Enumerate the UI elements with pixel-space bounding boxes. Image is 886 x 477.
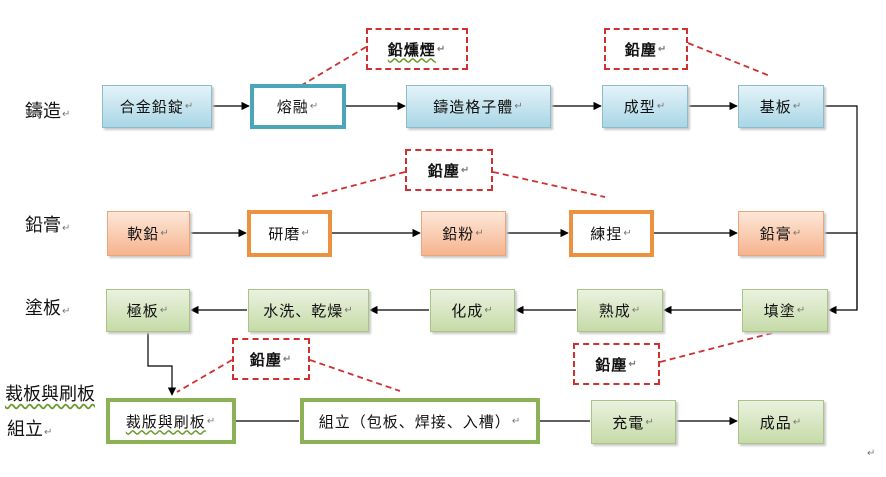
dust-line-fume: [296, 46, 367, 89]
paragraph-mark-icon: ↵: [796, 305, 807, 316]
dust-line-cutting-left: [176, 359, 233, 393]
note-label: 鉛燻煙: [387, 40, 436, 59]
arrow-paste-pasting: [824, 232, 858, 310]
step-assembly: 組立（包板、焊接、入槽）↵: [300, 398, 540, 444]
dust-line-cutting-right: [309, 359, 401, 392]
paragraph-mark-icon: ↵: [631, 305, 642, 316]
dust-line-curing: [659, 331, 777, 363]
dust-line-grinding-right: [492, 171, 606, 198]
paragraph-mark-icon: ↵: [792, 228, 803, 239]
step-kneading: 練捏↵: [569, 210, 654, 257]
end-paragraph-mark-icon: ↵: [867, 448, 876, 459]
paragraph-mark-icon: ↵: [645, 416, 655, 428]
paragraph-mark-icon: ↵: [206, 415, 217, 427]
paragraph-mark-icon: ↵: [62, 306, 71, 317]
arrow-plate-cutting: [147, 332, 177, 396]
step-label: 合金鉛錠: [119, 98, 184, 116]
step-grinding: 研磨↵: [247, 210, 332, 257]
row-label-paste: 鉛膏↵: [25, 215, 70, 240]
step-label: 化成: [451, 302, 484, 320]
paragraph-mark-icon: ↵: [282, 353, 293, 365]
step-label: 裁版與刷板: [125, 412, 206, 431]
step-label: 鉛膏: [759, 225, 792, 243]
paragraph-mark-icon: ↵: [792, 416, 803, 428]
step-alloy-ingot: 合金鉛錠↵: [102, 85, 212, 128]
step-electrode-plate: 極板↵: [106, 289, 190, 332]
note-dust-forming: 鉛塵↵: [604, 28, 688, 70]
paragraph-mark-icon: ↵: [44, 427, 53, 438]
paragraph-mark-icon: ↵: [657, 43, 668, 55]
paragraph-mark-icon: ↵: [628, 358, 638, 370]
step-curing: 熟成↵: [577, 289, 663, 332]
step-pasting: 填塗↵: [742, 289, 828, 332]
step-label: 充電: [612, 413, 645, 432]
paragraph-mark-icon: ↵: [656, 101, 667, 112]
note-dust-grinding: 鉛塵↵: [405, 149, 493, 191]
dust-line-forming: [687, 42, 771, 77]
paragraph-mark-icon: ↵: [514, 101, 524, 112]
step-cutting-brushing: 裁版與刷板↵: [106, 398, 236, 444]
row-label-cutting: 裁板與刷板: [5, 384, 95, 406]
paragraph-mark-icon: ↵: [460, 164, 471, 176]
step-label: 鉛粉: [442, 225, 475, 243]
note-dust-curing: 鉛塵↵: [573, 343, 660, 385]
step-label: 填塗: [763, 302, 796, 320]
paragraph-mark-icon: ↵: [159, 305, 170, 316]
paragraph-mark-icon: ↵: [484, 305, 494, 316]
step-label: 熟成: [598, 302, 631, 320]
paragraph-mark-icon: ↵: [62, 109, 71, 120]
step-casting-grid: 鑄造格子體↵: [406, 85, 551, 128]
step-label: 研磨: [268, 225, 301, 243]
step-melting: 熔融↵: [250, 84, 346, 129]
row-label-cutting-text: 裁板與刷板: [5, 384, 95, 405]
paragraph-mark-icon: ↵: [344, 305, 354, 316]
step-label: 組立（包板、焊接、入槽）: [318, 412, 511, 431]
step-label: 成品: [759, 413, 792, 432]
note-lead-fume: 鉛燻煙↵: [366, 28, 468, 70]
dust-line-grinding-left: [309, 171, 406, 198]
row-label-paste-text: 鉛膏: [25, 215, 61, 236]
note-dust-cutting: 鉛塵↵: [232, 338, 310, 380]
paragraph-mark-icon: ↵: [184, 101, 195, 112]
paragraph-mark-icon: ↵: [62, 223, 71, 234]
paragraph-mark-icon: ↵: [301, 228, 311, 239]
note-label: 鉛塵: [595, 355, 628, 374]
row-label-casting: 鑄造↵: [25, 101, 70, 126]
step-washing-drying: 水洗、乾燥↵: [248, 289, 369, 332]
note-label: 鉛塵: [249, 350, 282, 369]
step-label: 軟鉛: [127, 225, 160, 243]
step-forming: 成型↵: [602, 85, 688, 128]
paragraph-mark-icon: ↵: [160, 228, 170, 239]
row-label-coating: 塗板↵: [25, 298, 70, 323]
note-label: 鉛塵: [427, 161, 460, 180]
step-charging: 充電↵: [591, 400, 676, 444]
arrow-substrate-pasting: [824, 105, 858, 315]
row-label-assembly-text: 組立: [7, 419, 43, 440]
step-lead-powder: 鉛粉↵: [421, 211, 506, 256]
step-formation: 化成↵: [430, 289, 515, 332]
step-label: 練捏: [590, 225, 623, 243]
paragraph-mark-icon: ↵: [511, 415, 522, 427]
row-label-assembly: 組立↵: [7, 419, 52, 444]
step-finished-product: 成品↵: [738, 400, 824, 444]
paragraph-mark-icon: ↵: [623, 228, 633, 239]
row-label-coating-text: 塗板: [25, 298, 61, 319]
step-label: 成型: [623, 98, 656, 116]
paragraph-mark-icon: ↵: [436, 43, 447, 55]
note-label: 鉛塵: [624, 40, 657, 59]
paragraph-mark-icon: ↵: [309, 101, 320, 112]
paragraph-mark-icon: ↵: [475, 228, 485, 239]
step-substrate: 基板↵: [738, 85, 824, 128]
step-soft-lead: 軟鉛↵: [107, 211, 190, 256]
step-label: 基板: [759, 98, 792, 116]
step-label: 鑄造格子體: [433, 98, 514, 116]
step-label: 極板: [126, 302, 159, 320]
paragraph-mark-icon: ↵: [792, 101, 803, 112]
step-label: 熔融: [276, 98, 309, 116]
step-lead-paste: 鉛膏↵: [738, 211, 824, 256]
row-label-casting-text: 鑄造: [25, 101, 61, 122]
step-label: 水洗、乾燥: [263, 302, 344, 320]
